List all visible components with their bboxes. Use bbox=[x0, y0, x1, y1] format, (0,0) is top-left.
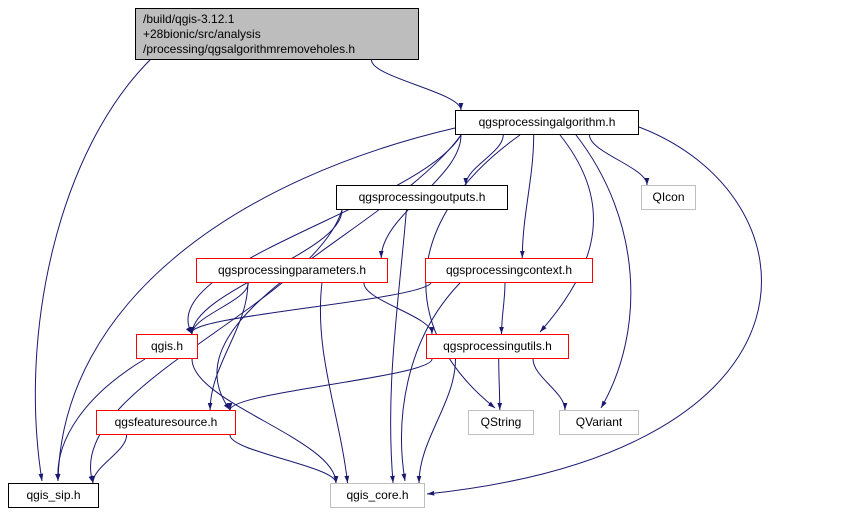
node-qvariant: QVariant bbox=[559, 410, 639, 435]
edge-algorithm-to-qgis_sip bbox=[55, 127, 456, 482]
edge-featuresource-to-qgis_core bbox=[229, 434, 339, 484]
node-qgis-h[interactable]: qgis.h bbox=[136, 334, 198, 359]
node-qgis-sip-h[interactable]: qgis_sip.h bbox=[8, 483, 99, 508]
node-qgsprocessingcontext-h[interactable]: qgsprocessingcontext.h bbox=[425, 258, 593, 283]
edge-algorithm-to-outputs bbox=[463, 134, 504, 186]
edge-utils-to-qstring bbox=[497, 358, 503, 411]
edge-algorithm-to-qvariant bbox=[575, 134, 632, 409]
node-qgsprocessingparameters-h[interactable]: qgsprocessingparameters.h bbox=[196, 258, 388, 283]
node-qgsprocessingoutputs-h[interactable]: qgsprocessingoutputs.h bbox=[336, 185, 508, 210]
edge-utils-to-qgis_core bbox=[416, 358, 456, 484]
edge-algorithm-to-qgis_core bbox=[426, 126, 762, 496]
node-qgsfeaturesource-h[interactable]: qgsfeaturesource.h bbox=[96, 410, 236, 435]
edge-algorithm-to-qicon bbox=[589, 134, 650, 186]
node-qgsprocessingalgorithm-h[interactable]: qgsprocessingalgorithm.h bbox=[455, 110, 639, 135]
edge-context-to-qgis_core bbox=[401, 282, 461, 482]
edge-algorithm-to-utils bbox=[539, 134, 594, 333]
edge-qgis-to-qgis_core bbox=[191, 358, 339, 484]
edge-qgis-to-qgis_sip bbox=[55, 358, 146, 482]
edge-parameters-to-qgis_core bbox=[319, 282, 350, 484]
edge-context-to-qgis bbox=[186, 282, 432, 335]
node-qicon: QIcon bbox=[641, 185, 696, 210]
edge-utils-to-featuresource bbox=[227, 358, 433, 411]
edge-algorithm-to-context bbox=[519, 134, 535, 259]
edge-algorithm-to-qgis bbox=[186, 134, 462, 335]
edge-utils-to-qvariant bbox=[532, 358, 568, 411]
edge-outputs-to-qgis_core bbox=[390, 209, 407, 484]
node-qgsprocessingutils-h[interactable]: qgsprocessingutils.h bbox=[426, 334, 569, 359]
node-qgis-core-h: qgis_core.h bbox=[330, 483, 425, 508]
edge-title-to-qgis_sip bbox=[34, 59, 151, 482]
node-source-file-title: /build/qgis-3.12.1 +28bionic/src/analysi… bbox=[135, 8, 419, 60]
node-qstring: QString bbox=[468, 410, 534, 435]
edge-context-to-utils bbox=[499, 282, 506, 335]
edge-parameters-to-qgis bbox=[189, 282, 249, 335]
edge-title-to-algorithm bbox=[371, 59, 464, 111]
edge-parameters-to-utils bbox=[363, 282, 435, 335]
edge-featuresource-to-qgis_sip bbox=[90, 434, 128, 484]
edge-parameters-to-featuresource bbox=[207, 282, 249, 411]
